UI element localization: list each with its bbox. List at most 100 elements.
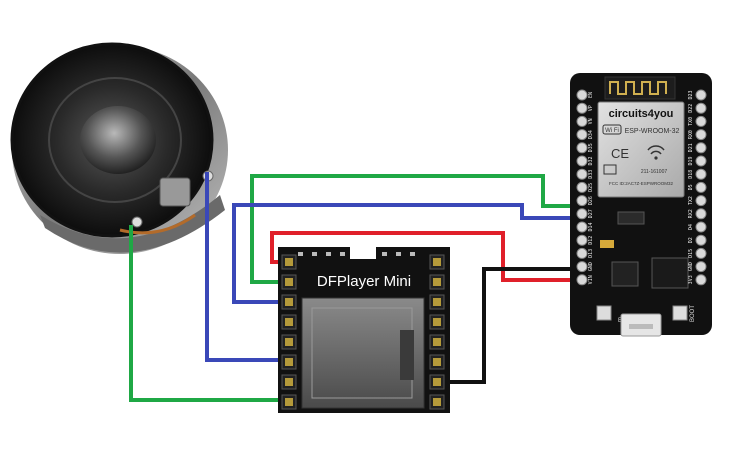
esp32-pin-label: D14 [588, 222, 594, 231]
dfplayer-pin-pad [285, 318, 293, 326]
esp32-pin-label: D15 [688, 249, 694, 258]
dfplayer-pin-pad [285, 338, 293, 346]
dfplayer-pin-pad [433, 338, 441, 346]
esp32-pin-label: D5 [688, 184, 694, 190]
esp32-pin [695, 261, 707, 273]
dfplayer-pin-pad [285, 378, 293, 386]
dfplayer-pin-pad [433, 278, 441, 286]
esp32-pin [695, 102, 707, 114]
esp32-pin [695, 221, 707, 233]
dfplayer-right-header [429, 254, 445, 410]
esp32-pin [576, 168, 588, 180]
esp32-pin [576, 89, 588, 101]
usb-uart-chip [651, 257, 689, 289]
esp32-left-header: ENVPVND34D35D32D33D25D26D27D14D12D13GNDV… [576, 89, 594, 286]
esp32-pin-label: D25 [588, 183, 594, 192]
dfplayer-pin-pad [433, 298, 441, 306]
esp32-pin-label: D4 [688, 224, 694, 230]
esp32-pin-label: VIN [588, 275, 594, 284]
esp32-pin-label: D26 [588, 196, 594, 205]
esp32-pin [576, 102, 588, 114]
esp32-pin [695, 115, 707, 127]
speaker-dust-cap [80, 106, 156, 174]
esp32-pin-label: D2 [688, 237, 694, 243]
boot-button[interactable] [672, 305, 688, 321]
cert-id: 211-161007 [641, 169, 668, 175]
speaker [10, 42, 228, 254]
esp32-pin-label: D18 [688, 170, 694, 179]
esp32-pin-label: VP [588, 105, 594, 111]
speaker-basket [40, 195, 225, 253]
dfplayer-pin-pad [285, 298, 293, 306]
wifi-logo-icon [602, 124, 622, 135]
dfplayer-pin-pad [285, 398, 293, 406]
esp32-pin [695, 234, 707, 246]
esp32-pin-label: D33 [588, 170, 594, 179]
fcc-id: FCC ID:2AC7Z-ESPWROOM32 [609, 181, 674, 186]
dfplayer-top-pad [382, 252, 387, 256]
dfplayer-pin-pad [433, 378, 441, 386]
dfplayer-top-pad [326, 252, 331, 256]
wires [129, 172, 584, 402]
esp32-pin [695, 247, 707, 259]
wire-speaker-green [129, 225, 294, 402]
esp32-devkit: circuits4you Wi Fi ESP-WROOM-32 CE 211-1… [570, 73, 712, 337]
dfplayer-pin-pad [433, 398, 441, 406]
esp32-pin-label: D22 [688, 104, 694, 113]
wire-black-gnd [440, 267, 584, 384]
smd-chip [617, 211, 645, 225]
capacitor [600, 240, 614, 248]
esp32-pin [695, 274, 707, 286]
esp32-pin [576, 129, 588, 141]
esp32-pin [576, 115, 588, 127]
esp32-pin [695, 89, 707, 101]
dfplayer-top-pads [298, 252, 415, 256]
dfplayer-pin-pad [433, 318, 441, 326]
en-button[interactable] [596, 305, 612, 321]
ce-mark: CE [611, 146, 629, 161]
wire-blue-rx [232, 203, 584, 304]
dfplayer-title: DFPlayer Mini [317, 273, 411, 290]
esp32-right-header: D23D22TX0RX0D21D19D18D5TX2RX2D4D2D15GND3… [688, 89, 707, 286]
esp32-pin-label: VN [588, 118, 594, 124]
esp32-pin-label: EN [588, 92, 594, 98]
esp32-pin-label: D27 [588, 209, 594, 218]
wifi-certification-icon [647, 145, 665, 160]
sd-card-latch [400, 330, 414, 380]
esp32-pin [695, 168, 707, 180]
esp32-pin [576, 274, 588, 286]
esp32-pin-label: D23 [688, 90, 694, 99]
speaker-surround [48, 77, 182, 203]
esp32-pin [695, 208, 707, 220]
module-name: ESP-WROOM-32 [625, 128, 680, 135]
esp32-pin-label: D34 [588, 130, 594, 139]
esp32-pin [695, 181, 707, 193]
esp32-pin-label: RX2 [688, 209, 694, 218]
esp32-pin [576, 142, 588, 154]
esp32-pin [695, 195, 707, 207]
esp32-pin [576, 208, 588, 220]
speaker-terminal-minus [131, 216, 143, 228]
esp32-pin [576, 181, 588, 193]
esp32-pin [576, 221, 588, 233]
esp32-pin-label: GND [688, 262, 694, 271]
antenna-trace-icon [609, 81, 667, 95]
speaker-terminal-block [159, 177, 191, 207]
dfplayer-pin-pad [285, 278, 293, 286]
esp32-pin-label: D13 [588, 249, 594, 258]
esp32-pin [576, 261, 588, 273]
dfplayer-top-pad [340, 252, 345, 256]
esp-wroom-module [597, 101, 685, 198]
wifi-mark: Wi Fi [605, 128, 619, 134]
dfplayer-pin-pad [285, 358, 293, 366]
speaker-coil-wire [119, 213, 196, 235]
esp32-pin-label: GND [588, 262, 594, 271]
wire-speaker-blue [205, 172, 294, 362]
dfplayer-left-header [281, 254, 297, 410]
esp32-pin [695, 142, 707, 154]
voltage-regulator [611, 261, 639, 287]
cert-box-icon [603, 164, 617, 175]
esp32-pin-label: D32 [588, 156, 594, 165]
brand-label: circuits4you [609, 108, 674, 120]
